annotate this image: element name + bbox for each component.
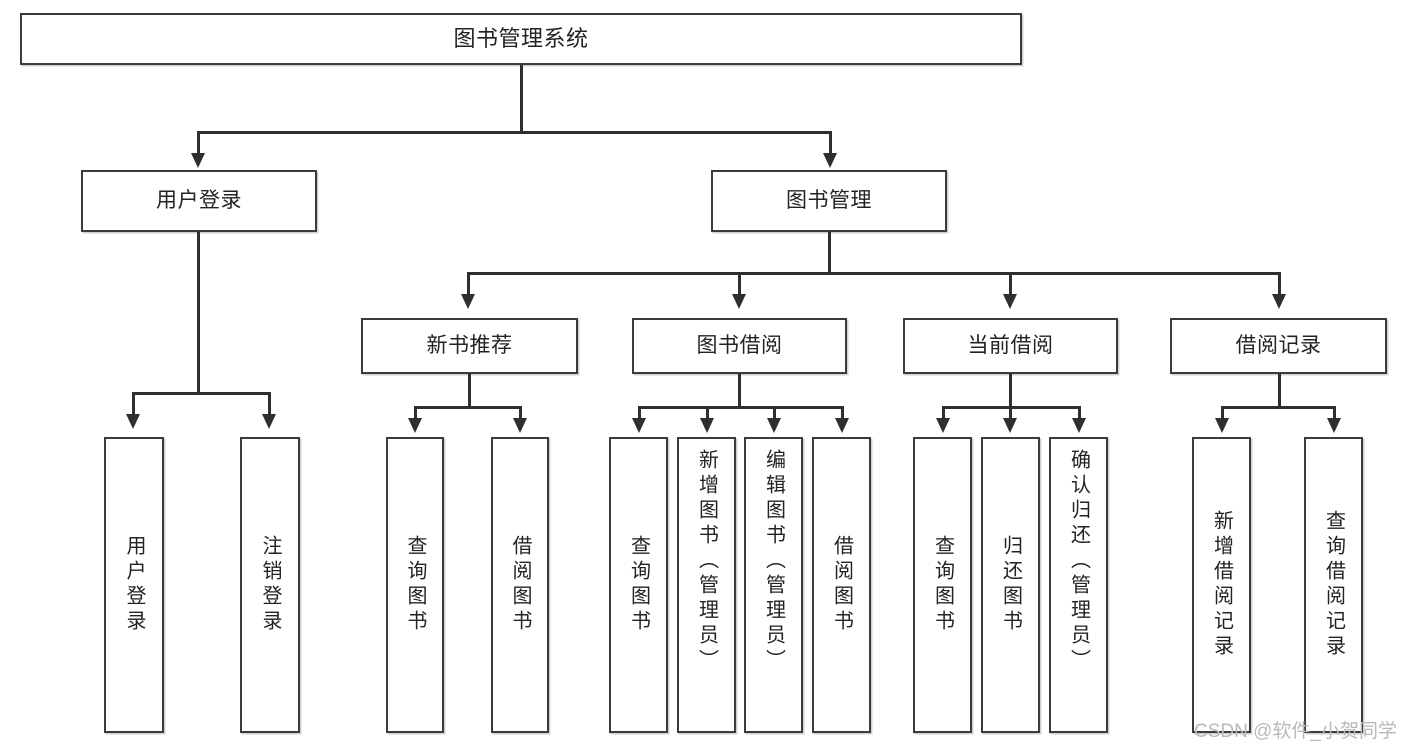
leaf-return-book[interactable]: 归还图书 xyxy=(981,437,1040,733)
arrow-user-login xyxy=(191,153,205,168)
connector-drop-leaf-query-book-2 xyxy=(638,406,641,422)
node-book-borrow[interactable]: 图书借阅 xyxy=(632,318,847,374)
connector-level2-bus xyxy=(198,131,832,134)
arrow-leaf-add-record xyxy=(1215,418,1229,433)
connector-drop-user-login xyxy=(197,131,200,157)
node-label: 借阅图书 xyxy=(509,535,531,635)
node-label: 查询图书 xyxy=(404,535,426,635)
arrow-current-borrow xyxy=(1003,294,1017,309)
arrow-book-borrow xyxy=(732,294,746,309)
node-label: 图书管理系统 xyxy=(453,26,589,52)
connector-drop-current-borrow xyxy=(1009,272,1012,298)
connector-user-login-stem xyxy=(197,232,200,394)
node-user-login[interactable]: 用户登录 xyxy=(81,170,317,232)
arrow-new-book-recommend xyxy=(461,294,475,309)
node-label: 借阅记录 xyxy=(1235,333,1322,357)
arrow-borrow-record xyxy=(1272,294,1286,309)
connector-drop-leaf-add-record xyxy=(1221,406,1224,422)
leaf-user-login[interactable]: 用户登录 xyxy=(104,437,164,733)
node-label: 用户登录 xyxy=(123,535,145,635)
arrow-leaf-add-book xyxy=(700,418,714,433)
node-label: 新增借阅记录 xyxy=(1210,510,1233,660)
node-label: 查询借阅记录 xyxy=(1322,510,1345,660)
connector-drop-leaf-user-login xyxy=(132,392,135,418)
arrow-book-management xyxy=(823,153,837,168)
node-book-management[interactable]: 图书管理 xyxy=(711,170,947,232)
arrow-leaf-confirm-return xyxy=(1072,418,1086,433)
node-label: 图书管理 xyxy=(786,188,872,212)
arrow-leaf-query-book-1 xyxy=(408,418,422,433)
leaf-query-book-3[interactable]: 查询图书 xyxy=(913,437,972,733)
watermark-text: CSDN @软件_小贺同学 xyxy=(1194,721,1397,742)
arrow-leaf-return-book xyxy=(1003,418,1017,433)
arrow-leaf-logout xyxy=(262,414,276,429)
connector-drop-book-borrow xyxy=(738,272,741,298)
connector-drop-leaf-confirm-return xyxy=(1078,406,1081,422)
connector-root-stem xyxy=(520,65,523,132)
arrow-leaf-query-book-2 xyxy=(632,418,646,433)
connector-bb-stem xyxy=(738,374,741,408)
leaf-query-book-1[interactable]: 查询图书 xyxy=(386,437,444,733)
node-new-book-recommend[interactable]: 新书推荐 xyxy=(361,318,578,374)
connector-br-stem xyxy=(1278,374,1281,408)
connector-bb-leafbus xyxy=(639,406,843,409)
connector-cb-leafbus xyxy=(943,406,1080,409)
node-label: 新增图书（管理员） xyxy=(695,449,718,674)
connector-drop-borrow-record xyxy=(1278,272,1281,298)
connector-nbr-stem xyxy=(468,374,471,408)
node-label: 当前借阅 xyxy=(967,333,1054,357)
arrow-leaf-borrow-book-1 xyxy=(513,418,527,433)
leaf-logout[interactable]: 注销登录 xyxy=(240,437,300,733)
connector-drop-leaf-logout xyxy=(268,392,271,418)
arrow-leaf-user-login xyxy=(126,414,140,429)
node-label: 确认归还（管理员） xyxy=(1067,449,1090,674)
node-label: 图书借阅 xyxy=(696,333,783,357)
leaf-query-record[interactable]: 查询借阅记录 xyxy=(1304,437,1363,733)
leaf-borrow-book-2[interactable]: 借阅图书 xyxy=(812,437,871,733)
node-label: 注销登录 xyxy=(259,535,281,635)
connector-level3-bus xyxy=(468,272,1280,275)
node-label: 借阅图书 xyxy=(830,535,853,635)
connector-drop-leaf-borrow-book-2 xyxy=(841,406,844,422)
node-label: 用户登录 xyxy=(156,188,242,212)
connector-drop-new-book-recommend xyxy=(467,272,470,298)
connector-nbr-leafbus xyxy=(415,406,521,409)
node-current-borrow[interactable]: 当前借阅 xyxy=(903,318,1118,374)
leaf-edit-book[interactable]: 编辑图书（管理员） xyxy=(744,437,803,733)
connector-drop-leaf-query-book-3 xyxy=(942,406,945,422)
connector-cb-stem xyxy=(1009,374,1012,408)
node-root-book-management-system[interactable]: 图书管理系统 xyxy=(20,13,1022,65)
leaf-add-book[interactable]: 新增图书（管理员） xyxy=(677,437,736,733)
node-label: 编辑图书（管理员） xyxy=(762,449,785,674)
connector-drop-leaf-return-book xyxy=(1009,406,1012,422)
connector-drop-leaf-borrow-book-1 xyxy=(519,406,522,422)
leaf-add-record[interactable]: 新增借阅记录 xyxy=(1192,437,1251,733)
connector-drop-leaf-add-book xyxy=(706,406,709,422)
connector-drop-leaf-query-record xyxy=(1333,406,1336,422)
connector-br-leafbus xyxy=(1222,406,1335,409)
arrow-leaf-query-record xyxy=(1327,418,1341,433)
node-label: 新书推荐 xyxy=(426,333,513,357)
connector-user-login-leafbus xyxy=(133,392,270,395)
arrow-leaf-edit-book xyxy=(767,418,781,433)
node-label: 查询图书 xyxy=(931,535,954,635)
leaf-query-book-2[interactable]: 查询图书 xyxy=(609,437,668,733)
leaf-borrow-book-1[interactable]: 借阅图书 xyxy=(491,437,549,733)
connector-drop-book-management xyxy=(829,131,832,157)
arrow-leaf-borrow-book-2 xyxy=(835,418,849,433)
arrow-leaf-query-book-3 xyxy=(936,418,950,433)
leaf-confirm-return[interactable]: 确认归还（管理员） xyxy=(1049,437,1108,733)
connector-drop-leaf-edit-book xyxy=(773,406,776,422)
node-label: 查询图书 xyxy=(627,535,650,635)
connector-drop-leaf-query-book-1 xyxy=(414,406,417,422)
node-label: 归还图书 xyxy=(999,535,1022,635)
node-borrow-record[interactable]: 借阅记录 xyxy=(1170,318,1387,374)
connector-book-management-stem xyxy=(828,232,831,274)
